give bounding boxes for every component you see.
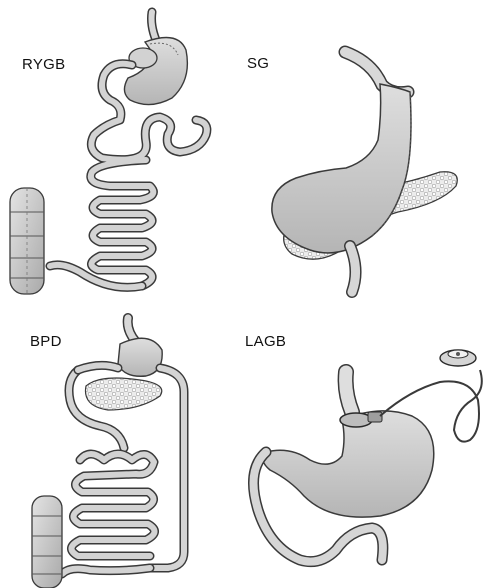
rygb-diagram bbox=[10, 12, 207, 294]
bpd-small-intestine bbox=[62, 454, 155, 574]
lagb-access-port bbox=[440, 350, 476, 366]
bpd-pancreas bbox=[85, 378, 161, 410]
sg-sleeve-stomach bbox=[272, 84, 411, 253]
lagb-gastric-band bbox=[340, 413, 372, 427]
bpd-stomach bbox=[118, 338, 162, 376]
lagb-diagram bbox=[254, 350, 482, 562]
bpd-colon bbox=[32, 496, 62, 588]
rygb-remnant-stomach bbox=[124, 38, 187, 105]
rygb-colon bbox=[10, 188, 44, 294]
sg-diagram bbox=[272, 52, 457, 292]
bpd-diagram bbox=[32, 318, 184, 588]
